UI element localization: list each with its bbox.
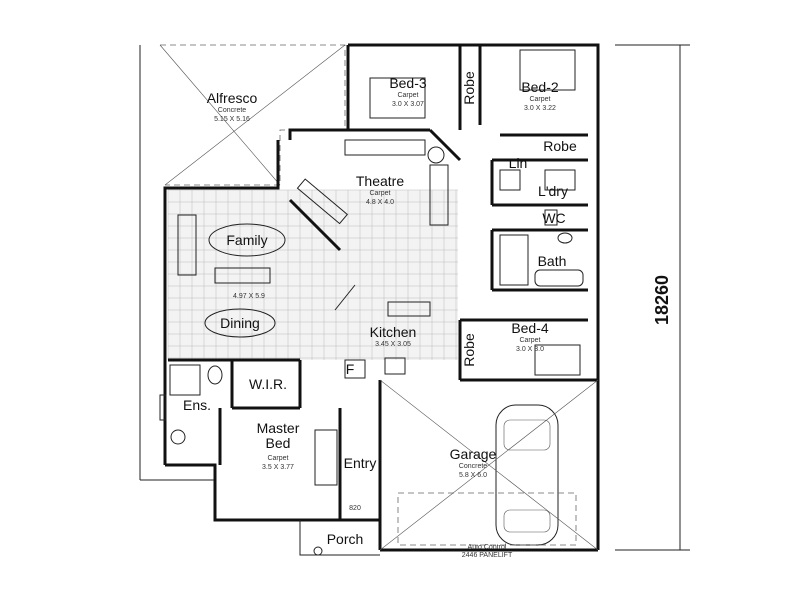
fridge-label: F xyxy=(346,361,355,377)
bed4-finish: Carpet xyxy=(519,337,540,344)
robe-bed2-label: Robe xyxy=(543,138,577,154)
bed2-size: 3.0 X 3.22 xyxy=(524,105,556,112)
kitchen-size: 3.45 X 3.05 xyxy=(375,341,411,348)
bed3-finish: Carpet xyxy=(397,92,418,99)
bath-label: Bath xyxy=(538,253,567,269)
porch-label: Porch xyxy=(327,531,364,547)
overall-dimension: 18260 xyxy=(652,275,672,325)
dimension-line: 18260 xyxy=(615,44,690,551)
furniture xyxy=(159,49,584,486)
garage-size: 5.8 X 6.0 xyxy=(459,472,487,479)
alfresco-size: 5.15 X 5.16 xyxy=(214,116,250,123)
robe-top-label: Robe xyxy=(461,71,477,105)
bed4-label: Bed-4 xyxy=(511,320,549,336)
car xyxy=(495,404,559,546)
wir-label: W.I.R. xyxy=(249,376,287,392)
master-label-1: Master xyxy=(257,420,300,436)
wc-label: WC xyxy=(542,210,565,226)
garage-finish: Concrete xyxy=(459,463,488,470)
linen-label: Lin xyxy=(509,155,528,171)
master-label-2: Bed xyxy=(266,435,291,451)
entry-label: Entry xyxy=(344,455,377,471)
master-size: 3.5 X 3.77 xyxy=(262,464,294,471)
ensuite-label: Ens. xyxy=(183,397,211,413)
alfresco-finish: Concrete xyxy=(218,107,247,114)
theatre-finish: Carpet xyxy=(369,190,390,197)
room-labels: Alfresco Concrete 5.15 X 5.16 Bed-3 Carp… xyxy=(183,71,577,559)
family-size: 4.97 X 5.9 xyxy=(233,293,265,300)
exterior-walls xyxy=(163,43,600,552)
garage-door-line2: 2446 PANELIFT xyxy=(462,552,513,559)
tiled-floor xyxy=(167,189,458,360)
garage-door-line1: Auto Control xyxy=(468,544,507,551)
alfresco-label: Alfresco xyxy=(207,90,258,106)
bed3-label: Bed-3 xyxy=(389,75,427,91)
dining-table xyxy=(204,308,276,338)
theatre-size: 4.8 X 4.0 xyxy=(366,199,394,206)
bed2-finish: Carpet xyxy=(529,96,550,103)
dining-label: Dining xyxy=(220,315,260,331)
family-label: Family xyxy=(226,232,267,248)
master-finish: Carpet xyxy=(267,455,288,462)
laundry-label: L'dry xyxy=(538,183,568,199)
interior-walls xyxy=(168,45,598,550)
garage-door xyxy=(379,379,599,551)
bed3-size: 3.0 X 3.07 xyxy=(392,101,424,108)
family-label-oval xyxy=(208,223,286,257)
kitchen-label: Kitchen xyxy=(370,324,417,340)
garage-label: Garage xyxy=(450,446,497,462)
bed4-size: 3.0 X 3.0 xyxy=(516,346,544,353)
porch-steps xyxy=(299,520,380,556)
robe-bed4-label: Robe xyxy=(461,333,477,367)
bed2-label: Bed-2 xyxy=(521,79,559,95)
small-dimension: 820 xyxy=(349,505,361,512)
theatre-label: Theatre xyxy=(356,173,404,189)
